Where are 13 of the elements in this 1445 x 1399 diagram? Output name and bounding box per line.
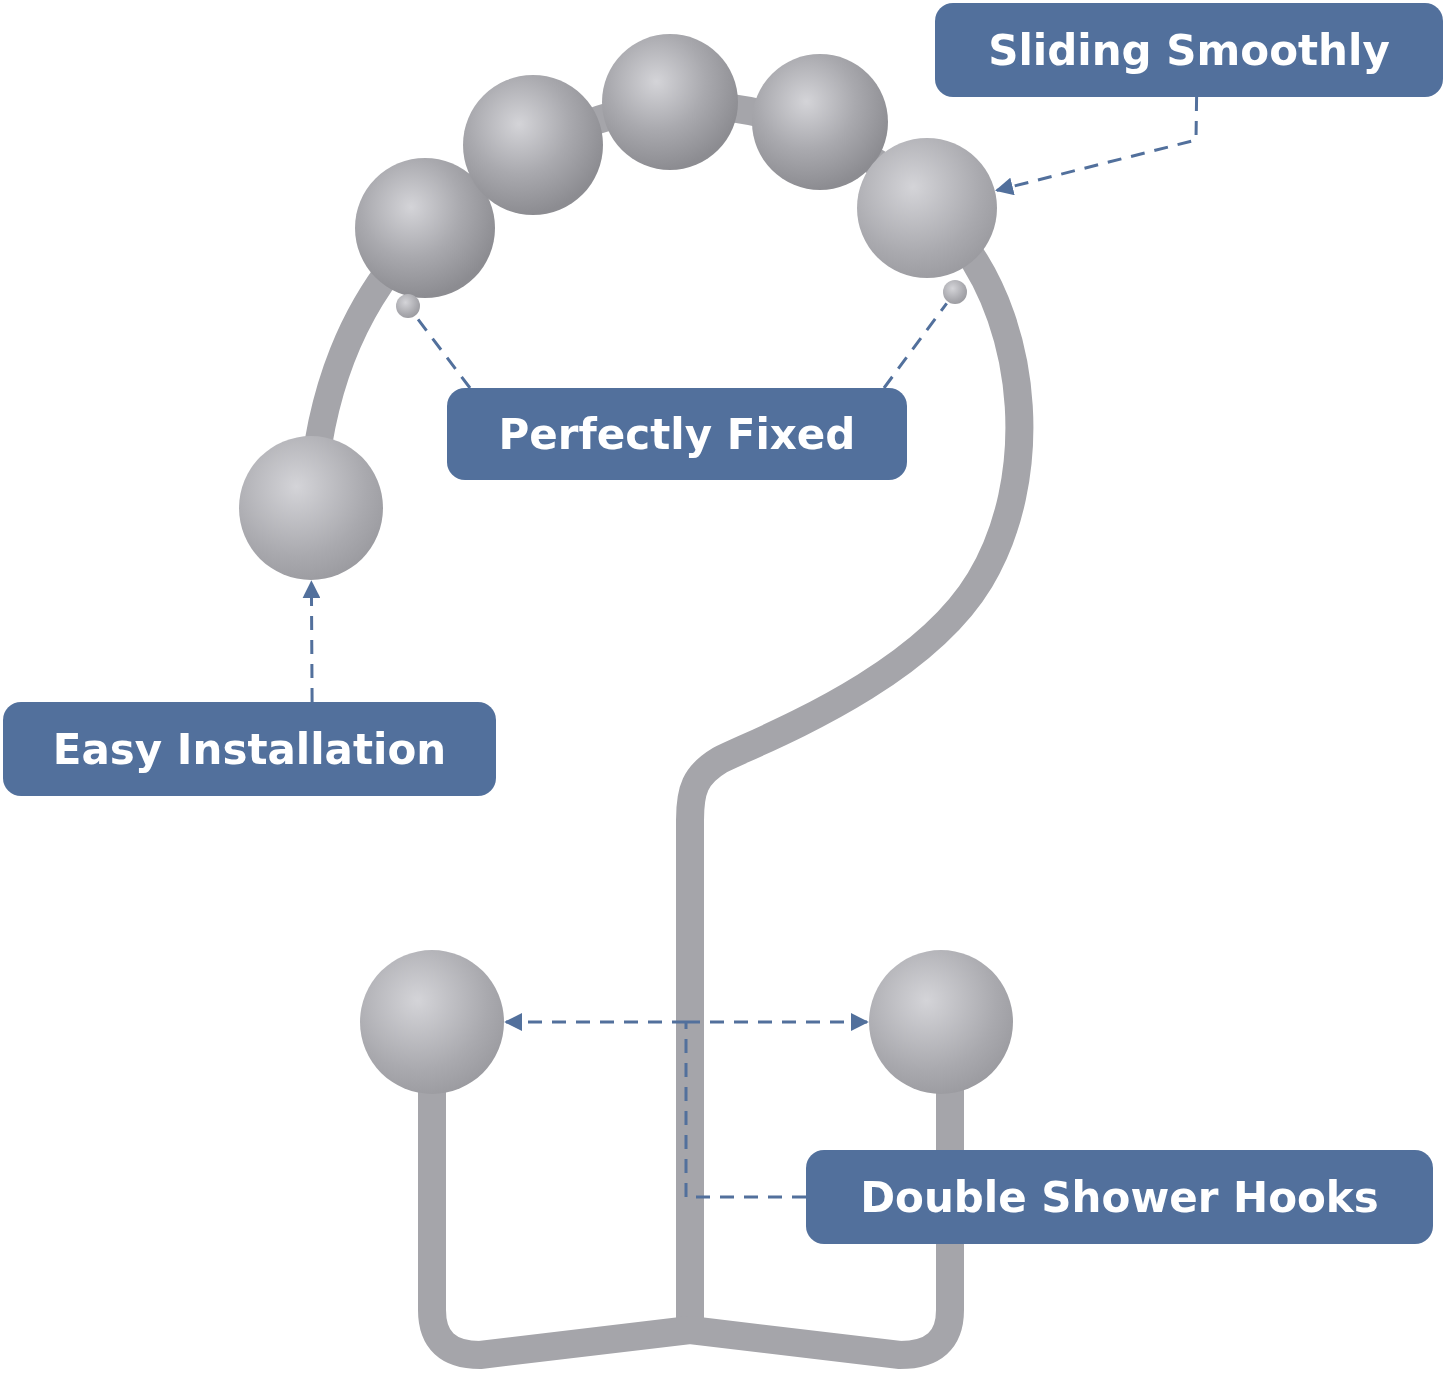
callout-label: Double Shower Hooks: [860, 1172, 1379, 1222]
leader-line: [882, 302, 948, 389]
arrow: [302, 580, 321, 702]
arrow: [995, 96, 1199, 196]
leader-line: [684, 1022, 806, 1199]
arrow: [504, 1013, 686, 1031]
arrow: [686, 1013, 869, 1031]
callout-label: Sliding Smoothly: [988, 25, 1390, 75]
callout-label: Easy Installation: [52, 724, 447, 774]
stopper-knob: [943, 280, 967, 304]
stopper-knob: [396, 294, 420, 318]
leader-line: [415, 316, 472, 389]
callout-label: Perfectly Fixed: [498, 409, 856, 459]
